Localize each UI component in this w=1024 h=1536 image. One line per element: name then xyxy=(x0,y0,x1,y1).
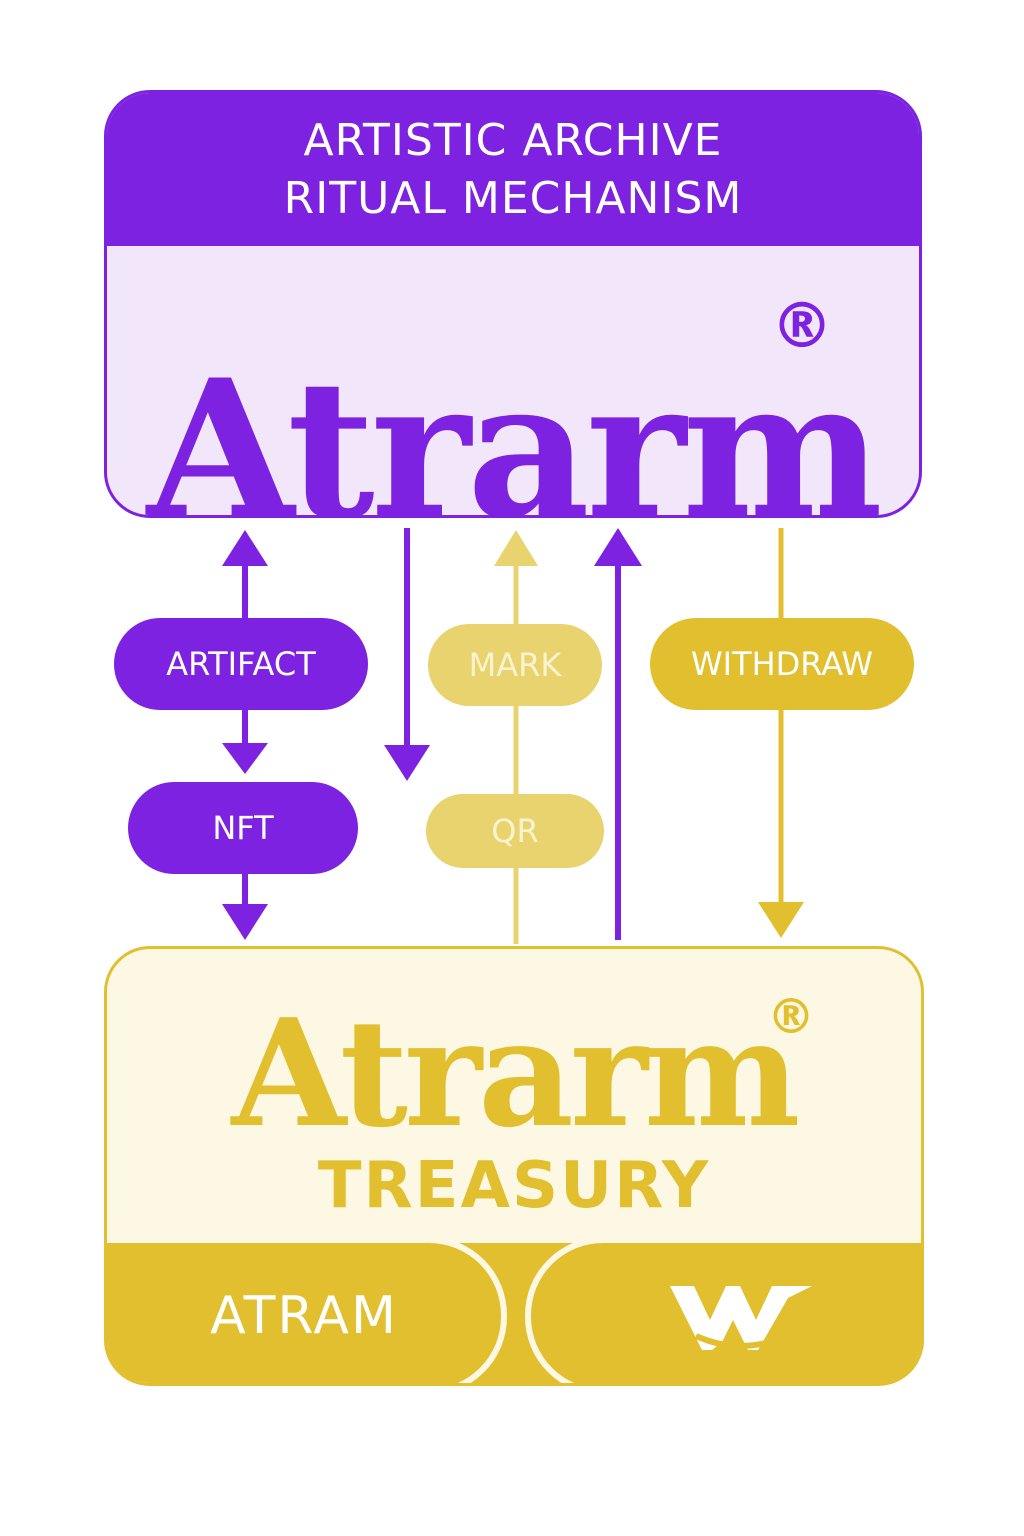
registered-mark-top: ® xyxy=(771,289,833,362)
arrowhead-down-treasury xyxy=(222,904,268,940)
header-line-1: ARTISTIC ARCHIVE xyxy=(303,114,723,166)
wv-token xyxy=(531,1243,921,1383)
brand-logo-top: Atrarm xyxy=(146,338,883,518)
atram-token-label: ATRAM xyxy=(210,1286,398,1346)
nft-node: NFT xyxy=(128,782,358,874)
arrowhead-up-artifact xyxy=(222,530,268,566)
mark-node: MARK xyxy=(428,624,602,706)
wv-logo-icon xyxy=(670,1286,812,1350)
qr-node: QR xyxy=(426,794,604,868)
registered-mark-bottom: ® xyxy=(767,989,815,1045)
archive-header: ARTISTIC ARCHIVE RITUAL MECHANISM xyxy=(107,93,919,246)
arrowhead-up-right xyxy=(594,528,642,566)
arrowhead-down-withdraw xyxy=(758,902,804,938)
brand-logo-bottom: Atrarm xyxy=(231,986,800,1160)
treasury-label: TREASURY xyxy=(317,1149,711,1223)
withdraw-node: WITHDRAW xyxy=(650,618,914,710)
arrowhead-up-mark xyxy=(494,530,538,566)
arrowhead-down-nft xyxy=(222,743,268,774)
header-line-2: RITUAL MECHANISM xyxy=(283,172,743,224)
treasury-card: Atrarm ® TREASURY ATRAM xyxy=(104,946,924,1386)
archive-card: ARTISTIC ARCHIVE RITUAL MECHANISM Atrarm… xyxy=(104,90,922,518)
arrowhead-down-middle xyxy=(384,745,430,781)
atram-token: ATRAM xyxy=(107,1243,501,1383)
artifact-node: ARTIFACT xyxy=(114,618,368,710)
